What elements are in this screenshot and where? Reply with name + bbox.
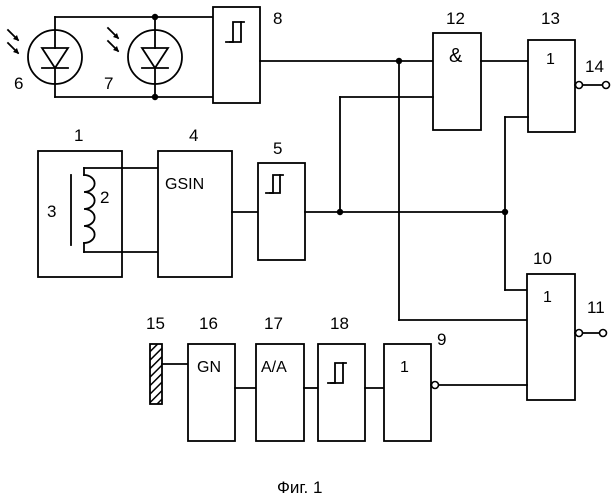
label-17: 17 [264,314,283,333]
photodiode-7-icon [108,28,182,84]
block-9-symbol: 1 [400,359,409,376]
label-6: 6 [14,74,23,93]
label-3: 3 [47,202,56,221]
block-10: 1 10 [527,249,575,400]
block-8: 8 [213,7,282,103]
block-13: 1 13 [528,9,575,132]
block-13-symbol: 1 [546,51,555,68]
block-17-aa: A/A 17 [256,314,304,441]
figure-caption: Фиг. 1 [277,478,322,497]
label-14: 14 [585,57,604,76]
block-16-label: GN [197,359,221,376]
block-1-sensor: 3 2 1 [38,126,122,277]
label-18: 18 [330,314,349,333]
label-7: 7 [104,74,113,93]
label-4: 4 [189,126,198,145]
block-4-label: GSIN [165,176,204,193]
label-16: 16 [199,314,218,333]
label-2: 2 [100,188,109,207]
label-10: 10 [533,249,552,268]
label-11: 11 [587,298,605,317]
label-12: 12 [446,9,465,28]
label-15: 15 [146,314,165,333]
block-5: 5 [258,139,305,260]
label-8: 8 [273,9,282,28]
photodiode-pair: 6 7 [8,14,213,100]
block-18: 18 [318,314,365,441]
label-1: 1 [74,126,83,145]
block-16-gn: GN 16 [188,314,235,441]
block-17-label: A/A [261,359,287,376]
label-9: 9 [437,330,446,349]
block-12-symbol: & [449,45,463,67]
element-15-electrode: 15 [146,314,165,404]
label-5: 5 [273,139,282,158]
block-10-symbol: 1 [543,289,552,306]
label-13: 13 [541,9,560,28]
block-4-gsin: GSIN 4 [158,126,232,277]
block-12-and-gate: & 12 [433,9,481,130]
